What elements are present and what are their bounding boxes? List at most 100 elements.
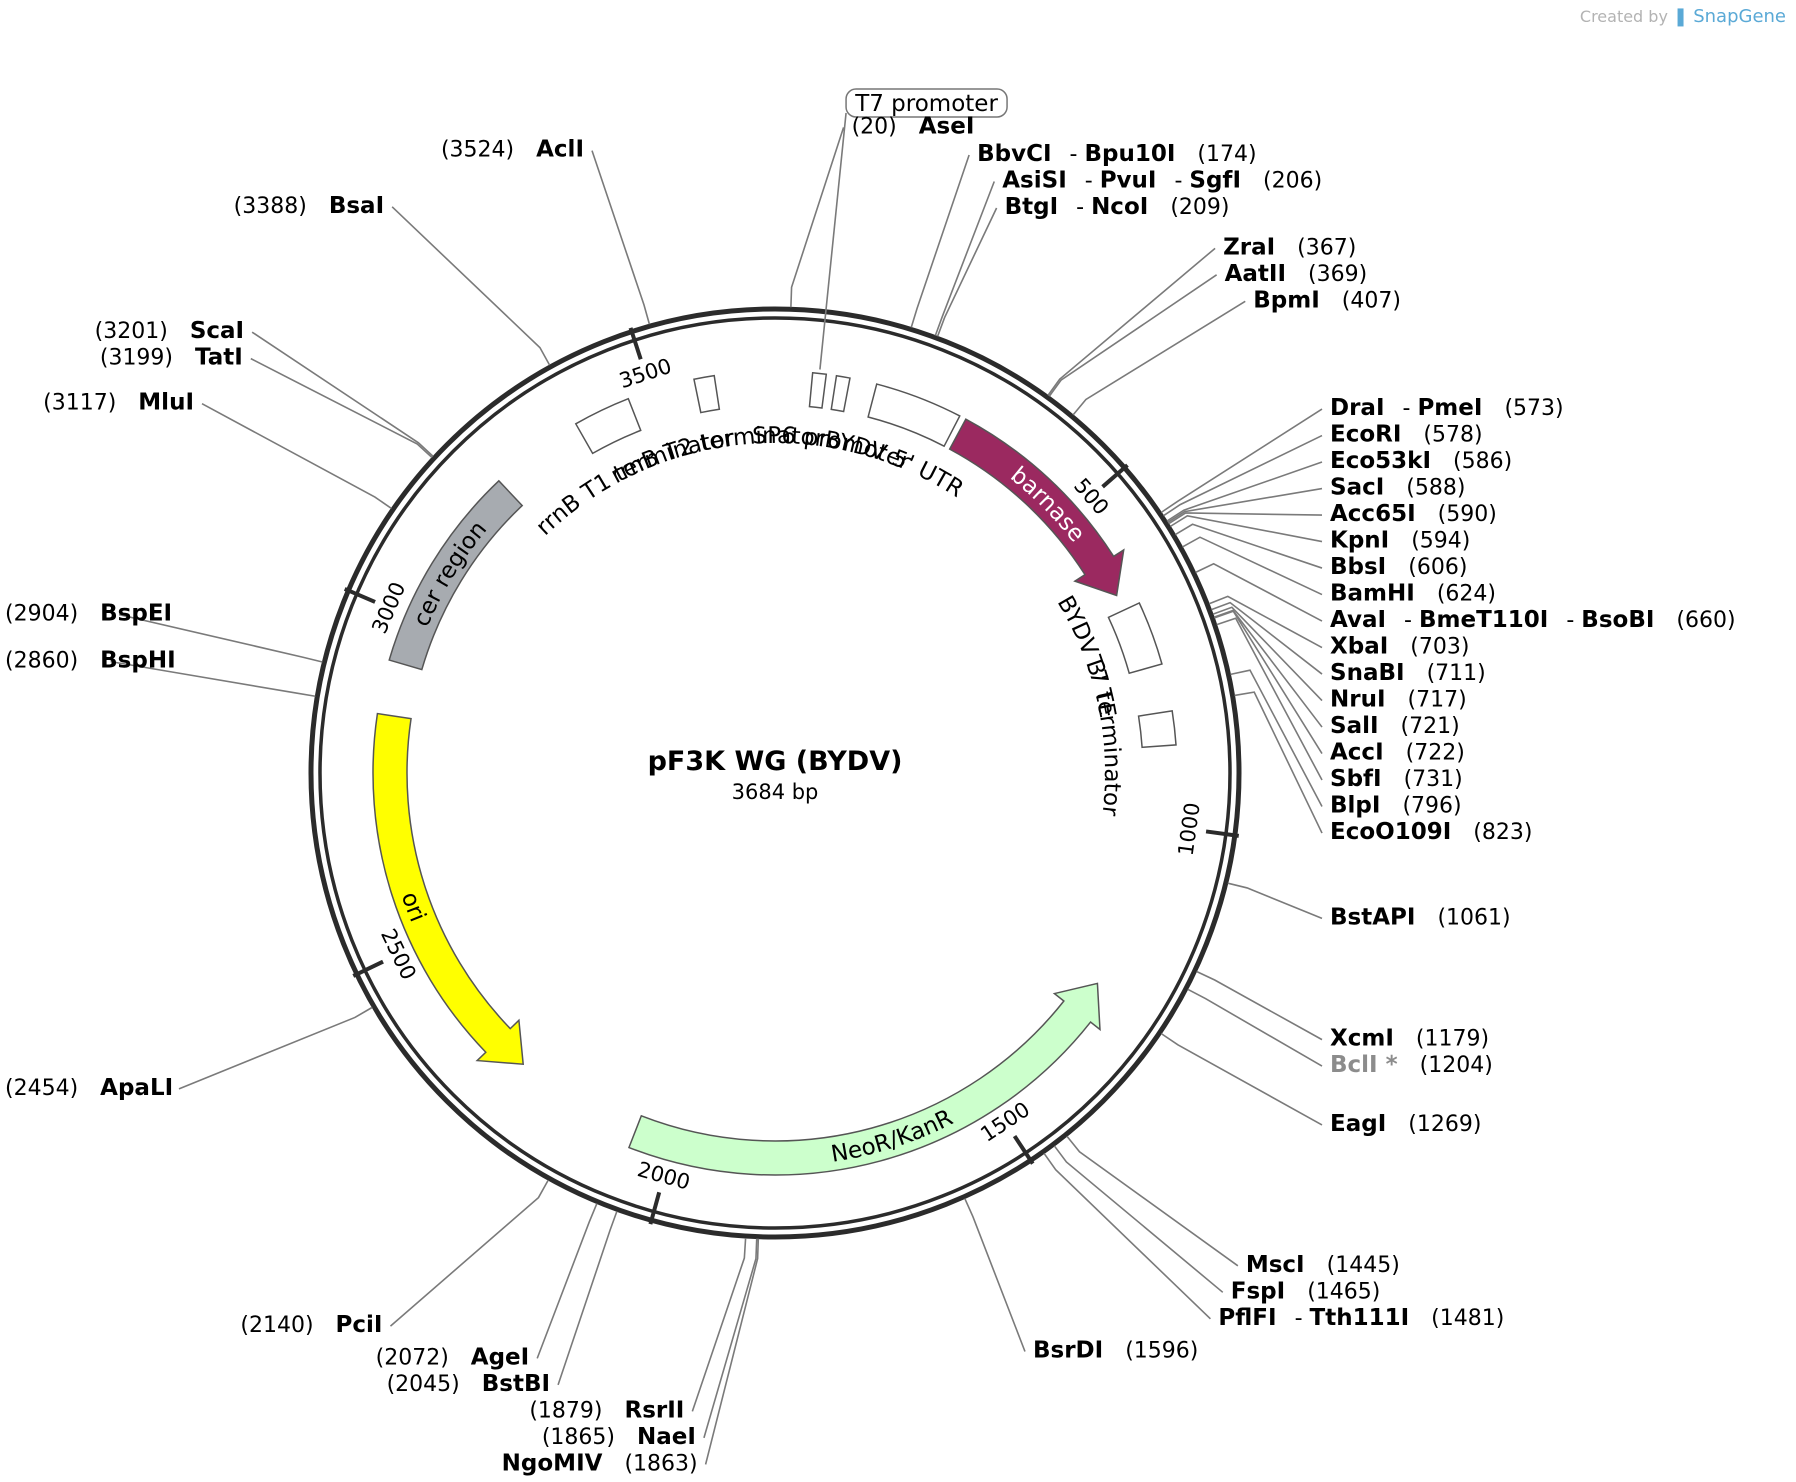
feature-leader-line xyxy=(819,112,847,370)
feature-label-t7-terminator: T7 terminator xyxy=(1079,652,1125,818)
site-label-part: FspI xyxy=(1231,1278,1285,1304)
site-leader-line xyxy=(1227,882,1323,920)
backbone-inner xyxy=(318,316,1232,1230)
site-label-part: (823) xyxy=(1473,820,1532,845)
site-label-part xyxy=(1305,1253,1327,1278)
site-label-bpmi: BpmI (407) xyxy=(1253,287,1401,313)
site-label-kpni: KpnI (594) xyxy=(1330,528,1470,554)
site-label-part: (1481) xyxy=(1431,1306,1504,1331)
site-label-part: KpnI xyxy=(1330,528,1389,554)
site-label-ngomiv: NgoMIV (1863) xyxy=(502,1450,698,1476)
feature-sp6-promoter xyxy=(830,374,851,413)
site-label-part: (367) xyxy=(1297,235,1356,260)
site-label-part xyxy=(1379,714,1401,739)
site-label-part: MluI xyxy=(138,390,194,416)
site-label-snabi: SnaBI (711) xyxy=(1330,660,1486,686)
tick-mark-1000 xyxy=(1205,829,1240,838)
feature-barnase xyxy=(948,418,1125,597)
site-leader-line xyxy=(536,1203,598,1359)
site-leader-line xyxy=(1043,1152,1211,1320)
site-leader-line xyxy=(1048,274,1218,397)
site-leader-line xyxy=(1174,523,1323,569)
site-label-part: BsoBI xyxy=(1581,607,1654,633)
feature-label-cer-region: cer region xyxy=(409,516,493,630)
site-label-part xyxy=(1386,1112,1408,1137)
site-label-part: (369) xyxy=(1308,262,1367,287)
site-label-part: BpmI xyxy=(1253,287,1320,313)
site-leader-line xyxy=(250,357,433,459)
site-label-part xyxy=(78,649,100,674)
tick-mark-3500 xyxy=(628,327,643,360)
site-label-sbfi: SbfI (731) xyxy=(1330,766,1463,792)
site-label-part: BclI * xyxy=(1330,1052,1398,1078)
site-label-part xyxy=(1482,396,1504,421)
site-label-part: (1204) xyxy=(1420,1053,1493,1078)
site-label-ecori: EcoRI (578) xyxy=(1330,422,1483,448)
site-label-xcmi: XcmI (1179) xyxy=(1330,1026,1489,1052)
site-label-part: BbsI xyxy=(1330,554,1386,580)
site-label-naei: (1865) NaeI xyxy=(542,1424,696,1450)
site-label-part xyxy=(1654,608,1676,633)
site-leader-line xyxy=(389,1179,549,1327)
site-leader-line xyxy=(1160,1032,1323,1126)
site-label-part xyxy=(1382,767,1404,792)
feature-t7-promoter xyxy=(808,371,828,409)
site-leader-line xyxy=(1169,514,1323,543)
site-label-ecoo109i: EcoO109I (823) xyxy=(1330,819,1532,845)
site-leader-line xyxy=(910,154,970,328)
site-label-part: (1269) xyxy=(1408,1112,1481,1137)
site-label-rsrii: (1879) RsrII xyxy=(529,1397,684,1423)
site-label-part: (717) xyxy=(1408,688,1467,713)
tick-label-1000: 1000 xyxy=(1174,801,1205,857)
site-label-part xyxy=(602,1451,624,1476)
site-label-part xyxy=(1415,582,1437,607)
site-leader-line xyxy=(964,1198,1026,1352)
site-label-part: (606) xyxy=(1408,555,1467,580)
site-label-nrui: NruI (717) xyxy=(1330,687,1467,713)
site-label-part: ZraI xyxy=(1223,234,1275,260)
feature-t7-terminator xyxy=(1137,710,1177,749)
site-leader-line xyxy=(1216,617,1323,781)
site-label-part: PciI xyxy=(336,1312,383,1338)
site-label-part xyxy=(314,1313,336,1338)
site-label-part: MscI xyxy=(1246,1252,1305,1278)
site-label-asisi-pvui-sgfi: AsiSI - PvuI - SgfI (206) xyxy=(1002,167,1322,193)
site-leader-line xyxy=(1211,601,1323,675)
site-label-part xyxy=(1275,235,1297,260)
site-label-part xyxy=(1451,820,1473,845)
site-leader-line xyxy=(1163,434,1323,517)
site-label-part xyxy=(1384,476,1406,501)
site-label-part: NgoMIV xyxy=(502,1450,603,1476)
site-label-part: (578) xyxy=(1423,423,1482,448)
site-label-part: (174) xyxy=(1197,142,1256,167)
site-label-saci: SacI (588) xyxy=(1330,475,1465,501)
site-label-part xyxy=(1398,1053,1420,1078)
site-label-part: RsrII xyxy=(624,1397,684,1423)
site-label-part xyxy=(116,391,138,416)
site-leader-line xyxy=(557,1211,618,1386)
feature-label-t7-promoter: T7 promoter xyxy=(854,91,998,117)
site-label-bstapi: BstAPI (1061) xyxy=(1330,904,1511,930)
site-label-part: (1596) xyxy=(1125,1338,1198,1363)
site-leader-line xyxy=(391,206,551,366)
site-leader-line xyxy=(1213,609,1323,728)
site-label-part: EcoRI xyxy=(1330,422,1401,448)
site-leader-line xyxy=(1234,691,1323,834)
site-label-part: AvaI xyxy=(1330,607,1386,633)
site-label-part: NruI xyxy=(1330,687,1386,713)
site-label-part: (703) xyxy=(1410,635,1469,660)
site-leader-line xyxy=(201,402,392,510)
site-label-part xyxy=(460,1372,482,1397)
site-label-part: (1465) xyxy=(1307,1279,1380,1304)
site-leader-line xyxy=(936,207,998,337)
site-label-part xyxy=(1401,423,1423,448)
site-label-bbvci-bpu10i: BbvCI - Bpu10I (174) xyxy=(977,141,1256,167)
site-label-part: (660) xyxy=(1676,608,1735,633)
site-label-part: BlpI xyxy=(1330,793,1380,819)
site-label-part: (1179) xyxy=(1416,1027,1489,1052)
site-leader-line xyxy=(1160,408,1323,514)
site-leader-line xyxy=(1195,562,1323,622)
site-label-part: ApaLI xyxy=(100,1075,173,1101)
site-label-part: (1863) xyxy=(624,1451,697,1476)
